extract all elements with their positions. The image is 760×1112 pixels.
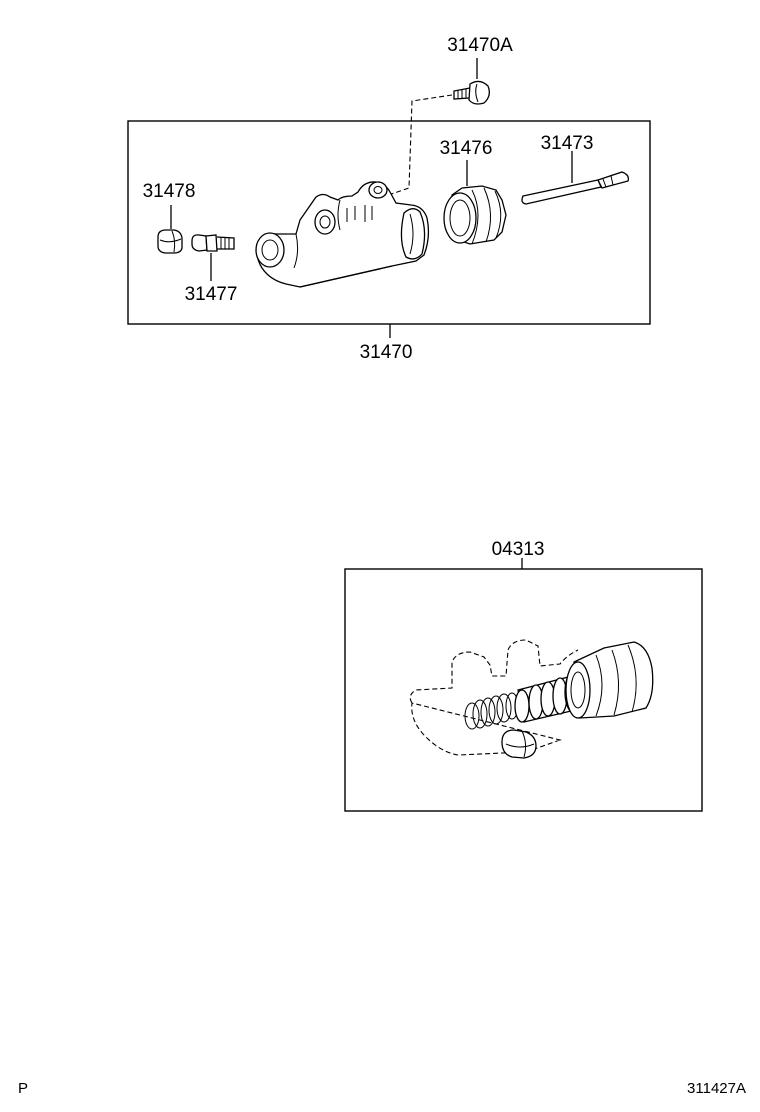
- label-31470a: 31470A: [447, 35, 513, 56]
- label-31473: 31473: [541, 133, 594, 154]
- cap-31478-drawing: [157, 229, 183, 254]
- push-rod-31473-drawing: [521, 171, 630, 205]
- spring-drawing: [464, 692, 519, 730]
- label-31478: 31478: [143, 181, 196, 202]
- footer-left-mark: P: [18, 1080, 28, 1097]
- bolt-31470a-drawing: [453, 80, 490, 105]
- kit-boot-drawing: [565, 641, 654, 719]
- boot-31476-drawing: [443, 185, 507, 245]
- label-31477: 31477: [185, 284, 238, 305]
- label-31470: 31470: [360, 342, 413, 363]
- bleeder-plug-31477-drawing: [191, 234, 235, 252]
- cylinder-assembly-group: 31470A 31478 31477: [127, 35, 651, 363]
- repair-kit-frame: [344, 568, 703, 812]
- kit-cap-drawing: [501, 729, 537, 759]
- cylinder-outline-dashed: [409, 639, 579, 756]
- bolt-location-dashed-line: [349, 94, 453, 209]
- label-31476: 31476: [440, 138, 493, 159]
- figure-code: 311427A: [687, 1080, 746, 1097]
- repair-kit-group: 04313: [344, 539, 703, 812]
- clutch-release-cylinder-drawing: [255, 181, 430, 288]
- cylinder-assembly-frame: [127, 120, 651, 325]
- label-04313: 04313: [492, 539, 545, 560]
